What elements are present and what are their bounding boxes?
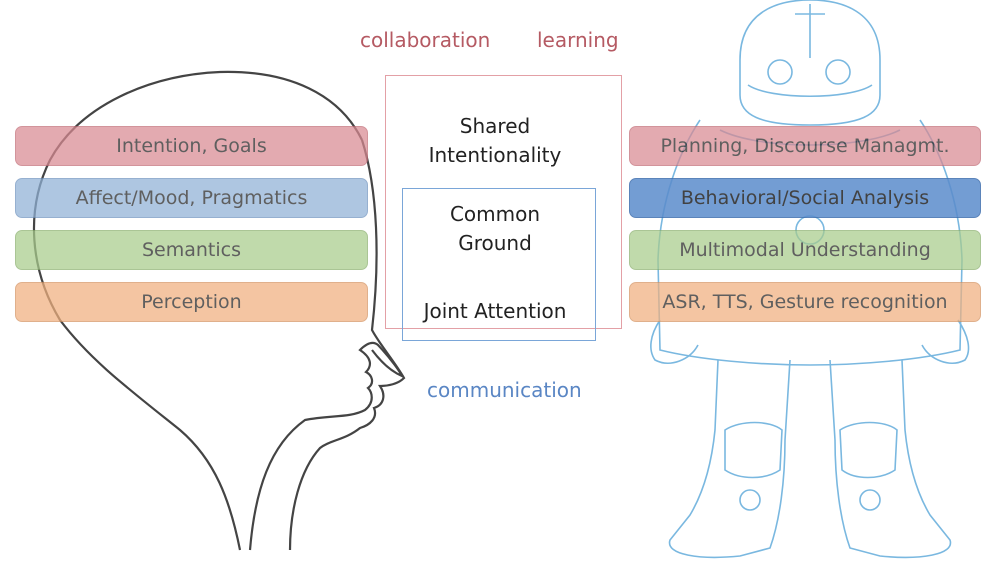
communication-box [402,188,596,341]
common-ground-text: Common Ground [425,200,565,258]
robot-layer-planning: Planning, Discourse Managmt. [629,126,981,166]
robot-layer-behavioral: Behavioral/Social Analysis [629,178,981,218]
shared-intentionality-text: Shared Intentionality [425,112,565,170]
common-ground-line2: Ground [458,231,532,255]
human-layer-semantics: Semantics [15,230,368,270]
shared-intentionality-line1: Shared [459,114,531,138]
human-layer-perception: Perception [15,282,368,322]
human-layer-affect: Affect/Mood, Pragmatics [15,178,368,218]
collaboration-box [385,75,622,329]
collaboration-label: collaboration [360,28,491,52]
robot-layer-asr: ASR, TTS, Gesture recognition [629,282,981,322]
human-layer-intention: Intention, Goals [15,126,368,166]
shared-intentionality-line2: Intentionality [428,143,562,167]
learning-label: learning [537,28,619,52]
robot-layer-multimodal: Multimodal Understanding [629,230,981,270]
communication-label: communication [427,378,582,402]
common-ground-line1: Common [449,202,541,226]
joint-attention-text: Joint Attention [423,299,567,323]
